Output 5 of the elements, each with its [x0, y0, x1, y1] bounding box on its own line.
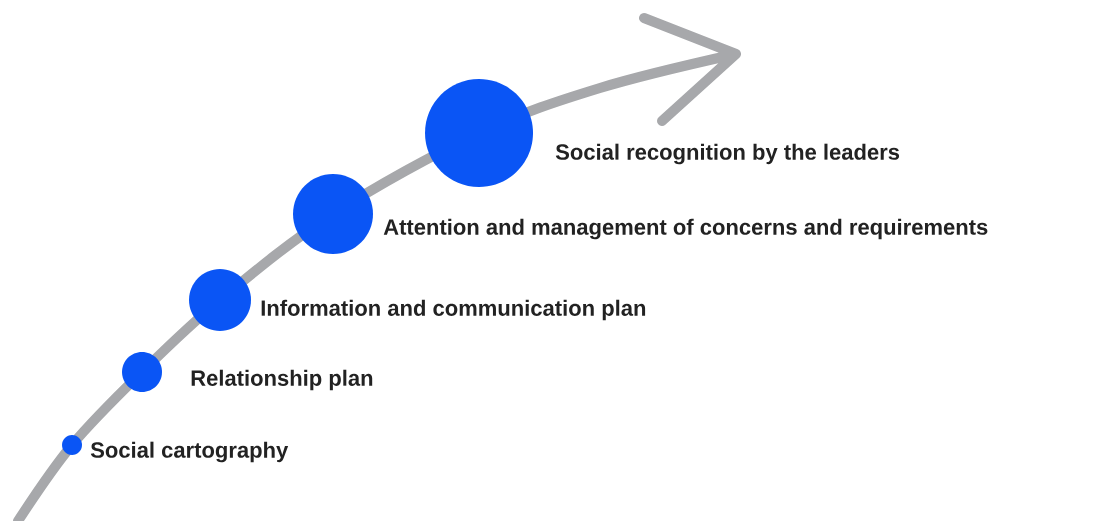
milestone-label: Attention and management of concerns and requirements	[383, 218, 988, 240]
milestone-label: Relationship plan	[191, 369, 373, 391]
milestone-label: Social recognition by the leaders	[555, 143, 900, 165]
milestone-label: Social cartography	[90, 441, 289, 463]
milestone-label: Information and communication plan	[261, 299, 646, 321]
